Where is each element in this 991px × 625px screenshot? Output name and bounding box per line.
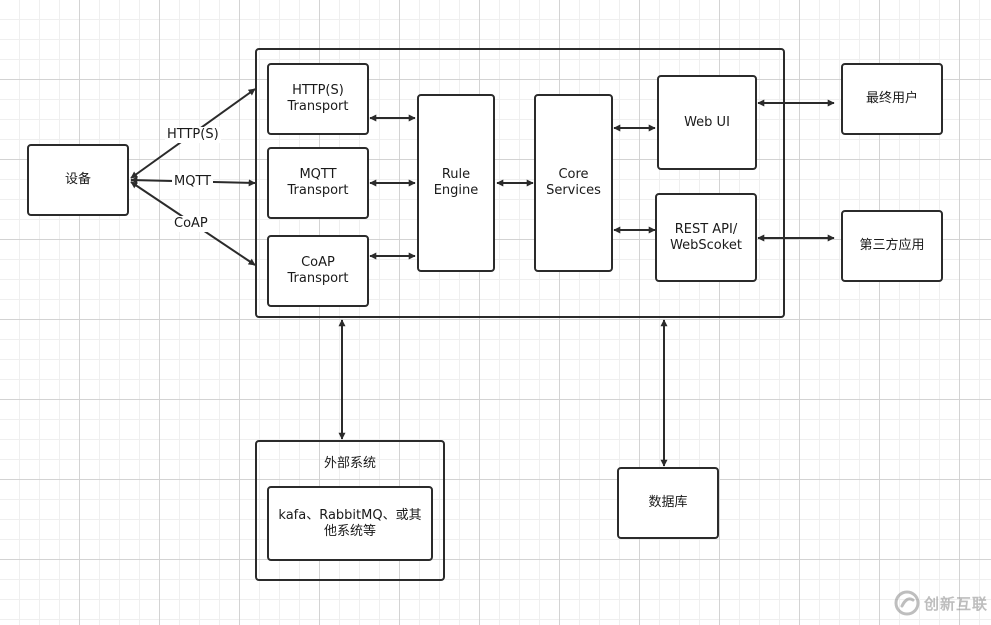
- external-system-container[interactable]: 外部系统: [255, 440, 445, 581]
- core-services-label: Core Services: [546, 167, 601, 198]
- external-system-title: 外部系统: [323, 456, 376, 471]
- device-node[interactable]: 设备: [27, 144, 129, 216]
- edge-label-mqtt: MQTT: [172, 174, 214, 190]
- edge-label-coap: CoAP: [172, 216, 210, 232]
- message-queue-label: kafa、RabbitMQ、或其 他系统等: [278, 507, 422, 539]
- end-user-label: 最终用户: [865, 91, 918, 106]
- watermark-text: 创新互联: [923, 594, 988, 613]
- circular-swirl-logo-icon: [894, 590, 920, 616]
- platform-container: [255, 48, 785, 318]
- http-transport-label: HTTP(S) Transport: [287, 83, 349, 114]
- coap-transport-label: CoAP Transport: [287, 255, 349, 286]
- rule-engine-node[interactable]: Rule Engine: [417, 94, 495, 272]
- rest-api-label: REST API/ WebScoket: [670, 221, 742, 253]
- third-party-node[interactable]: 第三方应用: [841, 210, 943, 282]
- mqtt-transport-node[interactable]: MQTT Transport: [267, 147, 369, 219]
- web-ui-label: Web UI: [684, 114, 730, 130]
- message-queue-node[interactable]: kafa、RabbitMQ、或其 他系统等: [267, 486, 433, 561]
- database-label: 数据库: [648, 495, 688, 510]
- device-label: 设备: [64, 172, 91, 187]
- edge-label-http: HTTP(S): [165, 127, 221, 143]
- rest-api-node[interactable]: REST API/ WebScoket: [655, 193, 757, 282]
- end-user-node[interactable]: 最终用户: [841, 63, 943, 135]
- database-node[interactable]: 数据库: [617, 467, 719, 539]
- mqtt-transport-label: MQTT Transport: [287, 167, 349, 198]
- rule-engine-label: Rule Engine: [433, 167, 479, 198]
- core-services-node[interactable]: Core Services: [534, 94, 613, 272]
- coap-transport-node[interactable]: CoAP Transport: [267, 235, 369, 307]
- watermark: 创新互联: [892, 586, 988, 620]
- third-party-label: 第三方应用: [859, 238, 925, 253]
- web-ui-node[interactable]: Web UI: [657, 75, 757, 170]
- http-transport-node[interactable]: HTTP(S) Transport: [267, 63, 369, 135]
